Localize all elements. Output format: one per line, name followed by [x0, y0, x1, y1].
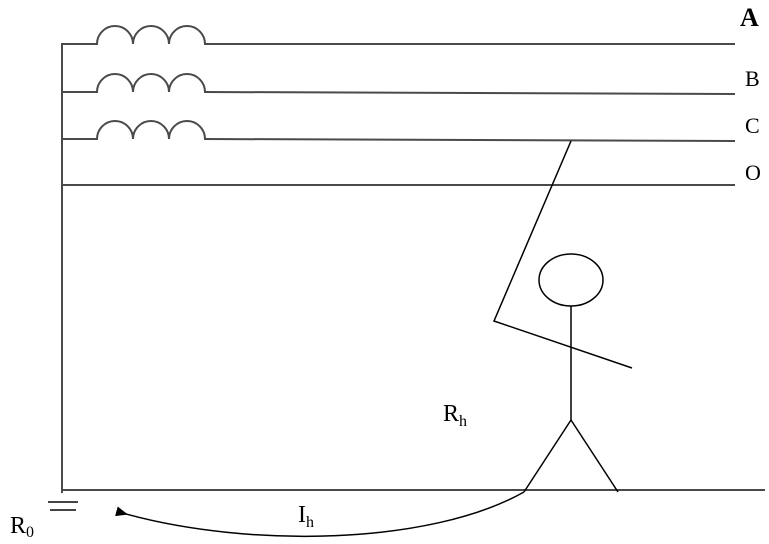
person-left-leg	[523, 419, 572, 493]
phase-label-c: C	[745, 113, 760, 138]
ground-resistance-label: R0	[10, 513, 34, 541]
person-right-leg	[570, 419, 619, 493]
phase-b-line	[61, 73, 736, 96]
phase-a-line	[61, 25, 735, 45]
phase-c-line	[61, 120, 736, 143]
current-path-arrow	[115, 491, 525, 538]
current-label: Ih	[298, 502, 314, 531]
phase-label-b: B	[745, 66, 760, 91]
phase-b-coil	[96, 73, 206, 93]
phase-label-a: A	[740, 3, 759, 32]
body-resistance-label: Rh	[443, 401, 467, 430]
person-figure	[492, 140, 633, 493]
person-arm-to-wire	[492, 140, 633, 369]
phase-a-coil	[96, 25, 206, 45]
phase-c-coil	[96, 120, 206, 140]
person-head	[538, 253, 604, 307]
ground-symbol	[48, 501, 78, 511]
phase-label-o: O	[745, 160, 761, 185]
